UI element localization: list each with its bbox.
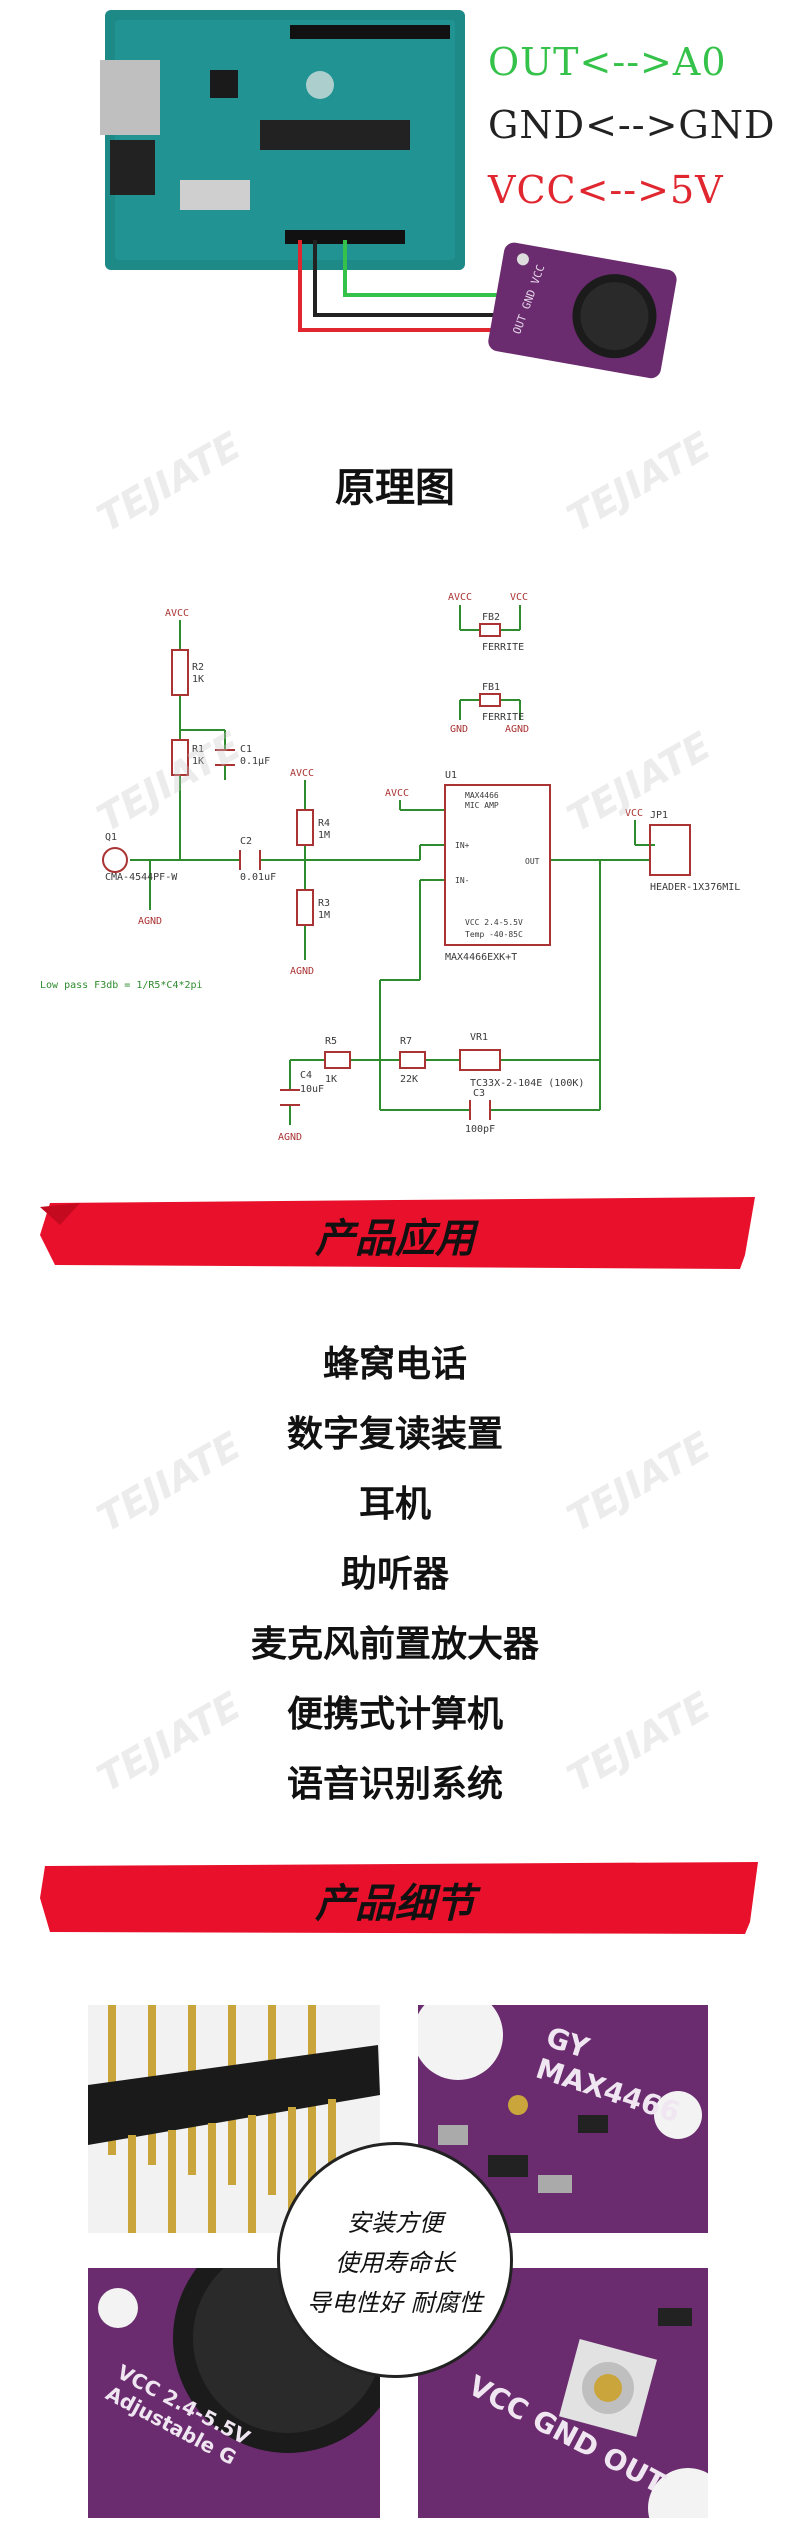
details-banner — [40, 1862, 758, 1934]
label-r1-value: 1K — [192, 756, 204, 767]
label-lowpass: Low pass F3db = 1/R5*C4*2pi — [40, 980, 203, 991]
application-item: 麦克风前置放大器 — [250, 1624, 539, 1665]
label-c4: C4 — [300, 1070, 312, 1081]
features-circle: 安装方便 使用寿命长 导电性好 耐腐性 — [277, 2142, 513, 2378]
label-c3: C3 — [473, 1088, 485, 1099]
label-r3-value: 1M — [318, 910, 330, 921]
label-vcc-1: VCC — [510, 592, 528, 603]
label-ferrite-1: FERRITE — [482, 642, 524, 653]
label-agnd-3: AGND — [505, 724, 529, 735]
schematic-title: 原理图 — [335, 465, 455, 511]
label-r2: R2 — [192, 662, 204, 673]
label-avcc-2: AVCC — [290, 768, 314, 779]
label-c2-value: 0.01uF — [240, 872, 276, 883]
label-r7-value: 22K — [400, 1074, 418, 1085]
applications-title: 产品应用 — [315, 1216, 475, 1262]
label-c2: C2 — [240, 836, 252, 847]
wiring-section: OUT GND VCC OUT<-->A0 GND<-->GND VCC<-->… — [0, 0, 790, 420]
label-r4: R4 — [318, 818, 330, 829]
label-r2-value: 1K — [192, 674, 204, 685]
connection-vcc: VCC<-->5V — [488, 168, 724, 212]
label-r3: R3 — [318, 898, 330, 909]
label-agnd-2: AGND — [138, 916, 162, 927]
application-item: 语音识别系统 — [286, 1764, 503, 1805]
label-vcc-2: VCC — [625, 808, 643, 819]
connection-out: OUT<-->A0 — [488, 40, 727, 84]
label-jp1: JP1 — [650, 810, 668, 821]
label-fb2: FB2 — [482, 612, 500, 623]
circuit-schematic: AVCC R2 1K R1 1K C1 0.1μF AVCC R4 1M R3 … — [40, 592, 740, 1143]
label-agnd-1: AGND — [290, 966, 314, 977]
label-r5: R5 — [325, 1036, 337, 1047]
label-pin-in-plus: IN+ — [455, 841, 470, 850]
application-item: 蜂窝电话 — [322, 1344, 467, 1385]
label-c1: C1 — [240, 744, 252, 755]
feature-item: 使用寿命长 — [335, 2249, 455, 2277]
label-r7: R7 — [400, 1036, 412, 1047]
connection-gnd: GND<-->GND — [488, 103, 776, 147]
label-avcc-3: AVCC — [385, 788, 409, 799]
label-vr1: VR1 — [470, 1032, 488, 1043]
application-item: 便携式计算机 — [286, 1694, 503, 1735]
application-item: 助听器 — [340, 1554, 449, 1595]
label-avcc-4: AVCC — [448, 592, 472, 603]
label-u1: U1 — [445, 770, 457, 781]
label-mic: CMA-4544PF-W — [105, 872, 178, 883]
label-chip: MAX4466EXK+T — [445, 952, 517, 963]
label-gnd: GND — [450, 724, 468, 735]
application-item: 耳机 — [358, 1484, 431, 1525]
feature-item: 导电性好 耐腐性 — [307, 2289, 483, 2317]
label-chip-vcc: VCC 2.4-5.5V — [465, 918, 523, 927]
label-avcc-1: AVCC — [165, 608, 189, 619]
label-chip-temp: Temp -40-85C — [465, 930, 523, 939]
label-pot: TC33X-2-104E (100K) — [470, 1078, 584, 1089]
label-c3-value: 100pF — [465, 1124, 495, 1135]
applications-banner — [40, 1197, 755, 1269]
label-c4-value: 10uF — [300, 1084, 324, 1095]
label-q1: Q1 — [105, 832, 117, 843]
label-r4-value: 1M — [318, 830, 330, 841]
label-pin-in-minus: IN- — [455, 876, 469, 885]
label-fb1: FB1 — [482, 682, 500, 693]
feature-item: 安装方便 — [347, 2209, 443, 2237]
label-c1-value: 0.1μF — [240, 756, 270, 767]
label-chip-sub: MIC AMP — [465, 801, 499, 810]
application-item: 数字复读装置 — [286, 1414, 503, 1455]
label-chip-top: MAX4466 — [465, 791, 499, 800]
arduino-wiring-photo: OUT GND VCC — [100, 10, 677, 379]
label-header: HEADER-1X376MIL — [650, 882, 740, 893]
label-pin-out: OUT — [525, 857, 540, 866]
label-r1: R1 — [192, 744, 204, 755]
label-r5-value: 1K — [325, 1074, 337, 1085]
photo-pin-headers — [88, 2005, 380, 2233]
label-ferrite-2: FERRITE — [482, 712, 524, 723]
label-agnd-4: AGND — [278, 1132, 302, 1143]
details-title: 产品细节 — [315, 1881, 475, 1927]
